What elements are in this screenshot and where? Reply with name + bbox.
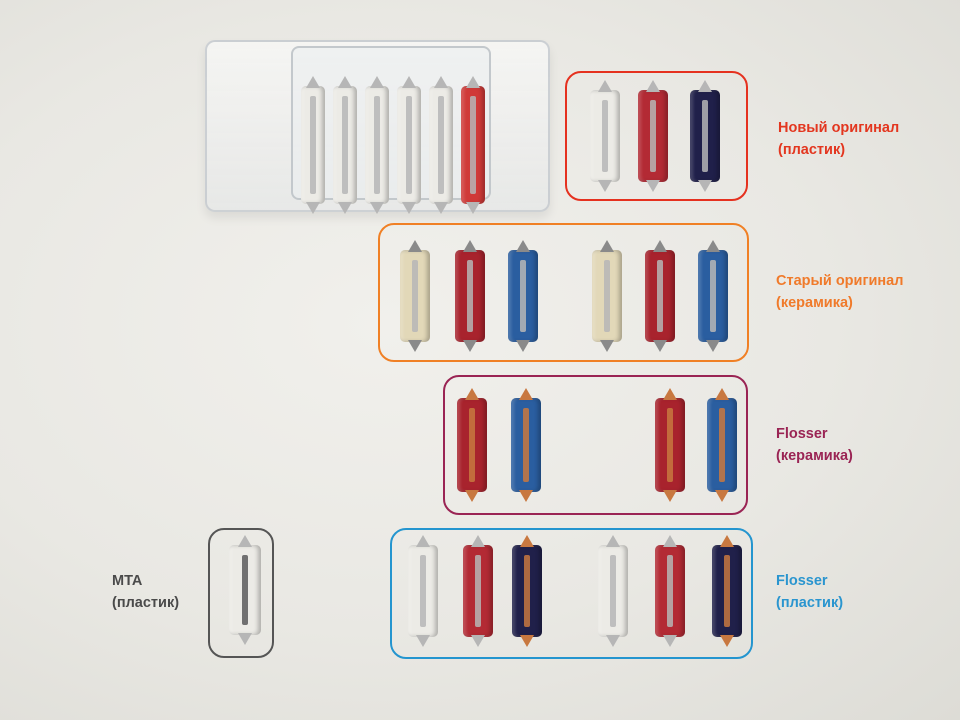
label-flosser-ceramic-line2: (керамика) [776, 448, 853, 464]
group-box-flosser-ceramic [443, 375, 748, 515]
fuse-flosser-plastic [408, 535, 438, 647]
fuse-old-original [508, 240, 538, 352]
fuse-new-original [638, 80, 668, 192]
case-fuse [429, 76, 453, 214]
group-box-new-original [565, 71, 748, 201]
fuse-flosser-plastic [598, 535, 628, 647]
case-fuse [333, 76, 357, 214]
fuse-new-original [690, 80, 720, 192]
fuse-mta [229, 535, 261, 645]
fuse-flosser-plastic [463, 535, 493, 647]
label-flosser-ceramic-line1: Flosser [776, 426, 828, 442]
fuse-new-original [590, 80, 620, 192]
label-old-original-line2: (керамика) [776, 295, 853, 311]
label-flosser-plastic: Flosser (пластик) [776, 570, 843, 614]
case-fuse [461, 76, 485, 214]
label-new-original-line1: Новый оригинал [778, 120, 900, 136]
case-fuse [397, 76, 421, 214]
label-flosser-plastic-line1: Flosser [776, 573, 828, 589]
fuse-old-original [455, 240, 485, 352]
fuse-flosser-plastic [712, 535, 742, 647]
label-flosser-ceramic: Flosser (керамика) [776, 423, 853, 467]
fuse-storage-case [205, 40, 550, 214]
fuse-flosser-plastic [512, 535, 542, 647]
case-fuse [365, 76, 389, 214]
case-fuse [301, 76, 325, 214]
label-mta-line1: MTA [112, 573, 143, 589]
group-box-mta [208, 528, 274, 658]
fuse-old-original [698, 240, 728, 352]
label-old-original-line1: Старый оригинал [776, 273, 904, 289]
fuse-flosser-ceramic [707, 388, 737, 502]
fuse-flosser-ceramic [457, 388, 487, 502]
fuse-old-original [645, 240, 675, 352]
label-mta: MTA (пластик) [112, 570, 179, 614]
fuse-flosser-ceramic [655, 388, 685, 502]
fuse-flosser-ceramic [511, 388, 541, 502]
group-box-flosser-plastic [390, 528, 753, 659]
label-mta-line2: (пластик) [112, 595, 180, 611]
fuse-flosser-plastic [655, 535, 685, 647]
label-new-original-line2: (пластик) [778, 142, 846, 158]
group-box-old-original [378, 223, 749, 362]
fuse-old-original [400, 240, 430, 352]
label-old-original: Старый оригинал (керамика) [776, 270, 903, 314]
fuse-old-original [592, 240, 622, 352]
label-new-original: Новый оригинал (пластик) [778, 117, 899, 161]
label-flosser-plastic-line2: (пластик) [776, 595, 844, 611]
